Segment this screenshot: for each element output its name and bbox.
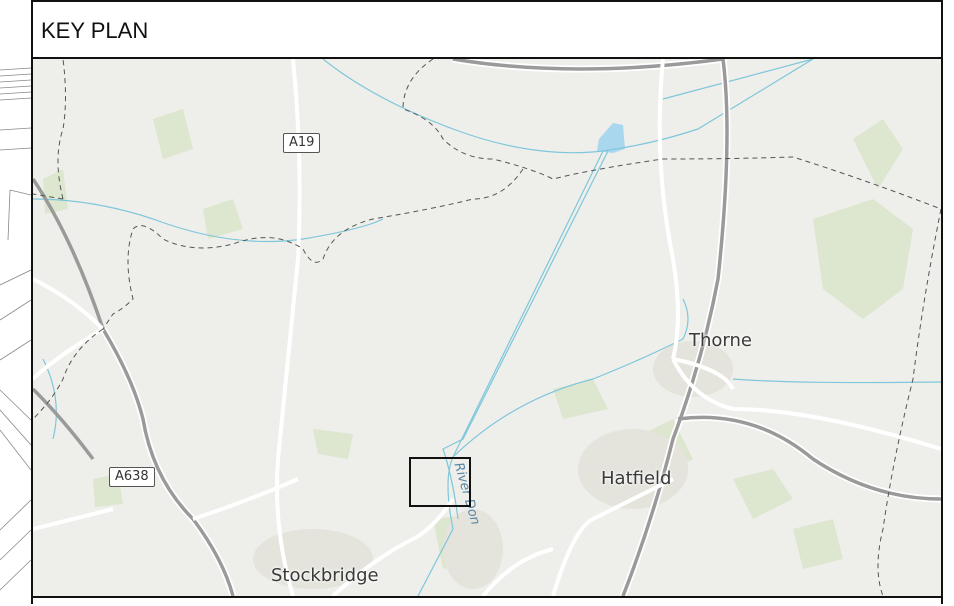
place-label-hatfield: Hatfield [601, 468, 672, 489]
road-shield-a19: A19 [283, 133, 321, 153]
adjacent-drawing-edge [0, 0, 31, 606]
place-label-thorne: Thorne [689, 330, 752, 351]
key-plan-panel: KEY PLAN [31, 0, 943, 604]
panel-bottom-strip [33, 596, 941, 604]
key-plan-map[interactable]: A19 A638 Thorne Hatfield Stockbridge Riv… [33, 59, 941, 596]
woodland-areas [43, 109, 913, 569]
site-locator-box [409, 457, 471, 507]
minor-roads [33, 59, 941, 596]
road-shield-a638: A638 [109, 467, 155, 487]
map-canvas [33, 59, 941, 596]
lake [597, 123, 625, 153]
panel-title: KEY PLAN [33, 2, 941, 59]
place-label-stockbridge: Stockbridge [271, 565, 379, 586]
major-roads [33, 59, 941, 596]
boundary-lines [33, 59, 941, 596]
